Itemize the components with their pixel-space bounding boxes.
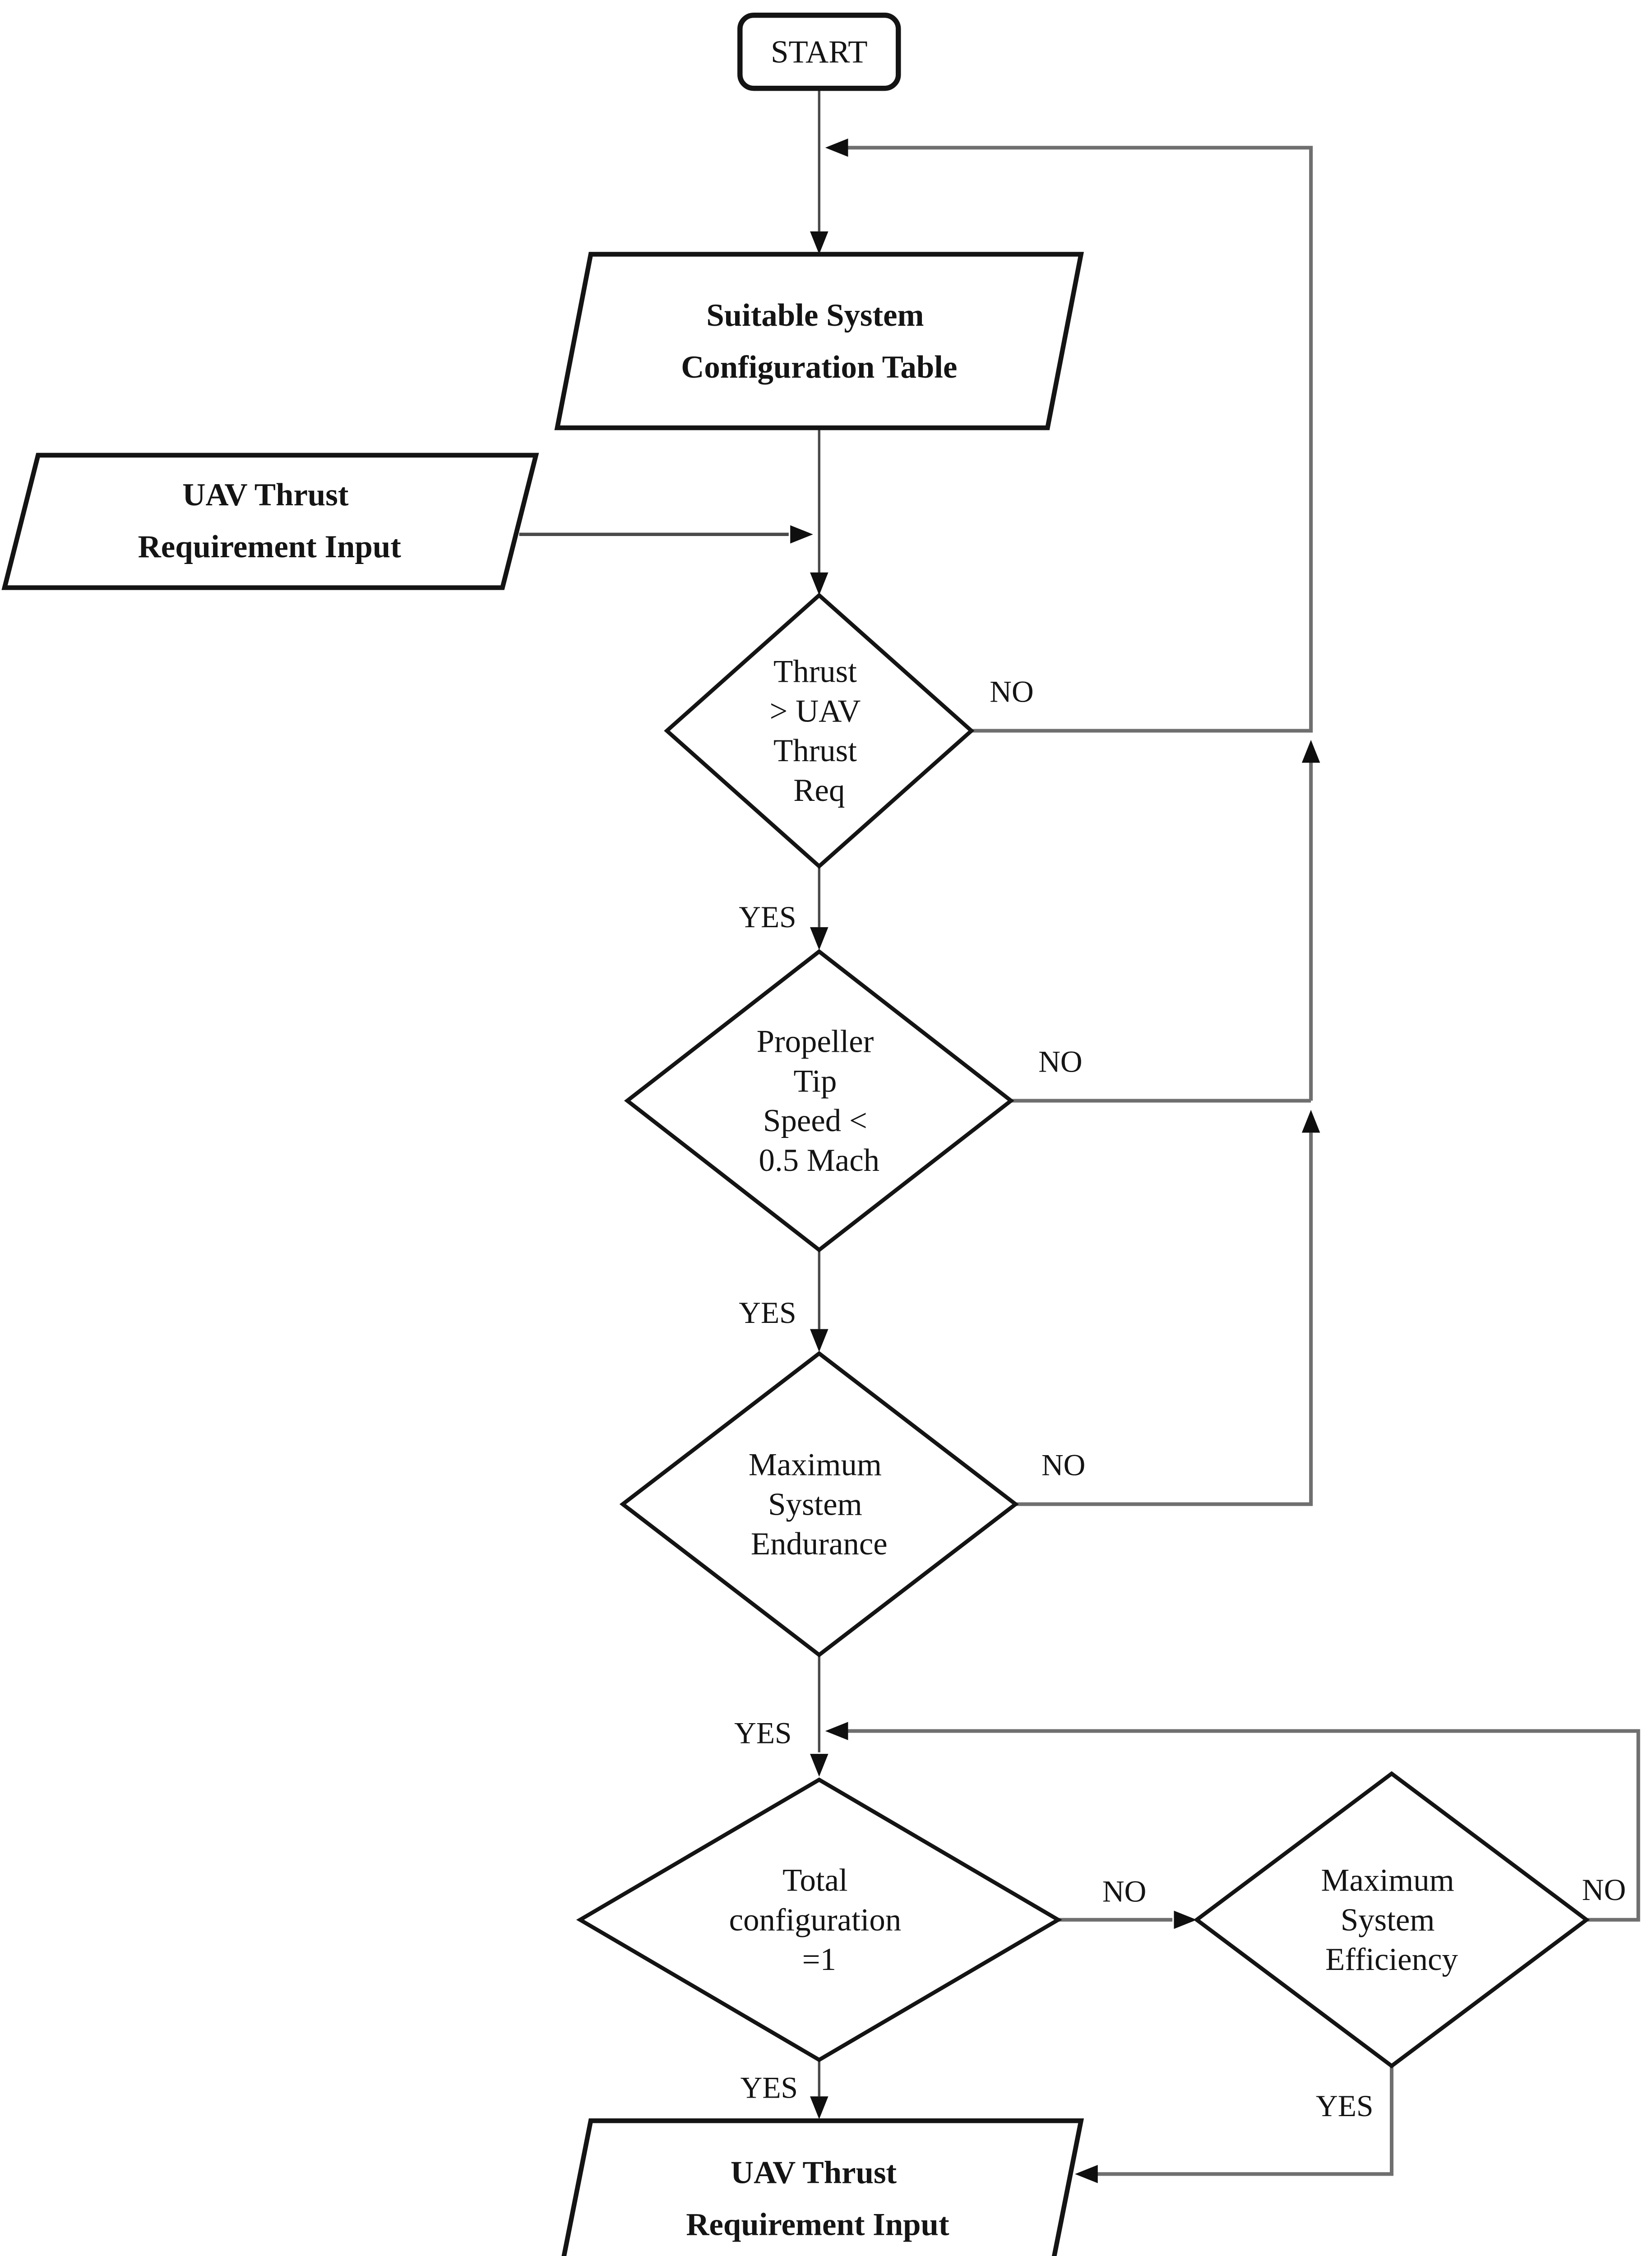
label-efficiency-no: NO [1582, 1873, 1626, 1907]
arrowhead-loop-into-main-line [825, 139, 848, 157]
connector-efficiency-no-loop [837, 1729, 1640, 1922]
arrowhead-thrust-input-into-main-line [790, 525, 813, 544]
arrowhead-into-thrust-output [810, 2096, 828, 2119]
thrust-output-label: UAV Thrust Requirement Input [686, 2155, 949, 2242]
decision-thrust: Thrust > UAV Thrust Req [664, 592, 975, 869]
label-thrust-yes: YES [739, 900, 796, 934]
endurance-check-label: Maximum System Endurance [749, 1447, 890, 1562]
label-efficiency-yes: YES [1316, 2089, 1373, 2123]
decision-endurance: Maximum System Endurance [619, 1351, 1019, 1658]
label-total-config-yes: YES [740, 2071, 798, 2105]
tip-speed-check-diamond-shape [624, 949, 1014, 1253]
arrowhead-into-efficiency-check [1174, 1910, 1197, 1929]
total-config-check-diamond-shape [576, 1777, 1062, 2062]
label-total-config-no: NO [1102, 1874, 1146, 1908]
edge-labels: NO YES NO YES NO YES NO YES NO YES [734, 675, 1626, 2123]
arrowhead-into-thrust-check [810, 572, 828, 596]
node-thrust-requirement-output: UAV Thrust Requirement Input [561, 2118, 1084, 2256]
connector-efficiency-yes [1096, 2066, 1394, 2176]
arrowhead-into-endurance-check [810, 1329, 828, 1352]
arrowhead-into-config-table [810, 231, 828, 254]
tip-speed-check-label: Propeller Tip Speed < 0.5 Mach [757, 1024, 882, 1178]
arrowhead-into-tip-speed-check [810, 927, 828, 950]
arrowhead-efficiency-yes-into-output [1075, 2165, 1098, 2183]
connector-endurance-no [1015, 1133, 1313, 1506]
node-start: START [737, 13, 901, 91]
connectors [519, 88, 1640, 2183]
arrowhead-efficiency-loop-into-main-line [825, 1722, 848, 1740]
config-table-parallelogram-shape [554, 252, 1084, 430]
endurance-check-diamond-shape [619, 1351, 1019, 1658]
node-thrust-requirement-input: UAV Thrust Requirement Input [1, 453, 539, 590]
thrust-check-label: Thrust > UAV Thrust Req [769, 654, 869, 808]
decision-efficiency: Maximum System Efficiency [1193, 1771, 1590, 2069]
arrowhead-merge-into-thrust-no [1301, 740, 1320, 763]
start-terminator-shape [737, 13, 901, 91]
arrowhead-into-total-config-check [810, 1754, 828, 1777]
label-tip-speed-yes: YES [739, 1296, 796, 1330]
label-endurance-yes: YES [734, 1716, 791, 1750]
thrust-output-parallelogram-shape [561, 2118, 1084, 2256]
decision-total-configuration: Total configuration =1 [576, 1777, 1062, 2062]
decision-tip-speed: Propeller Tip Speed < 0.5 Mach [624, 949, 1014, 1253]
thrust-check-diamond-shape [664, 592, 975, 869]
arrowhead-merge-into-tip-speed-no [1301, 1110, 1320, 1133]
efficiency-check-label: Maximum System Efficiency [1321, 1863, 1462, 1977]
start-label: START [771, 34, 867, 69]
label-endurance-no: NO [1041, 1448, 1085, 1482]
total-config-check-label: Total configuration =1 [729, 1863, 909, 1977]
connector-thrust-no-loop [837, 146, 1313, 733]
efficiency-check-diamond-shape [1193, 1771, 1590, 2069]
label-thrust-no: NO [990, 675, 1033, 709]
thrust-input-label: UAV Thrust Requirement Input [138, 477, 402, 564]
config-table-label: Suitable System Configuration Table [681, 298, 957, 385]
node-config-table: Suitable System Configuration Table [554, 252, 1084, 430]
label-tip-speed-no: NO [1038, 1045, 1082, 1078]
thrust-input-parallelogram-shape [1, 453, 539, 590]
